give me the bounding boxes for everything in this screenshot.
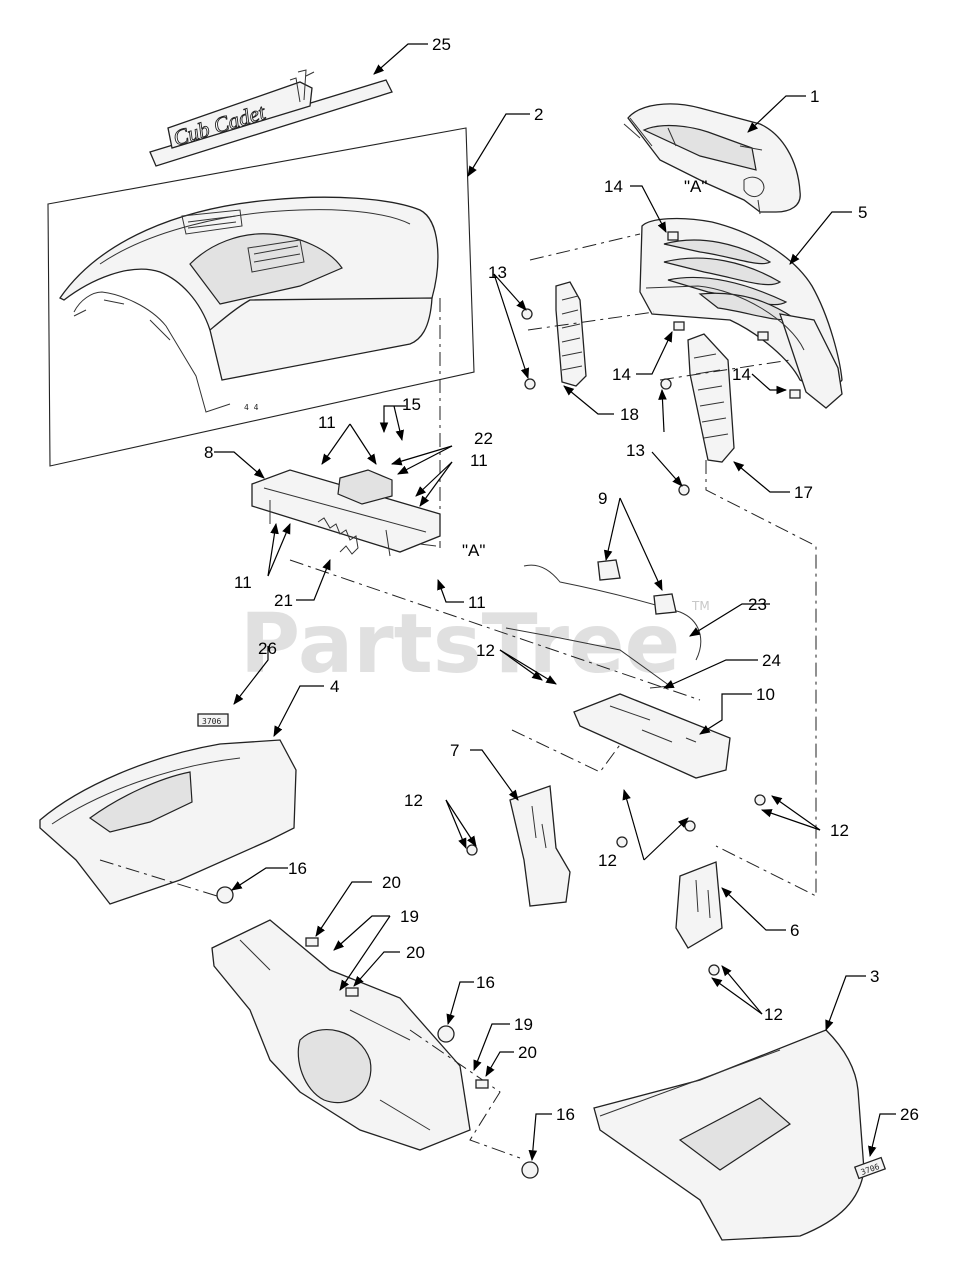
callout-26: 26 — [900, 1105, 919, 1124]
part-21-spring — [317, 517, 359, 555]
callout-15: 15 — [402, 395, 421, 414]
hood-box — [47, 127, 475, 467]
callout-6: 6 — [790, 921, 799, 940]
callout-17: 17 — [794, 483, 813, 502]
lower-frame — [211, 919, 471, 1151]
callout-25: 25 — [432, 35, 451, 54]
callout-2: 2 — [534, 105, 543, 124]
callout-11: 11 — [470, 451, 488, 470]
callout-5: 5 — [858, 203, 867, 222]
watermark: PartsTree — [240, 597, 680, 692]
assembly-line — [527, 233, 791, 381]
callout-13: 13 — [626, 441, 645, 460]
callout-12: 12 — [598, 851, 617, 870]
callout-22: 22 — [474, 429, 493, 448]
part-7-bracket — [509, 785, 571, 907]
reference-a: "A" — [462, 541, 485, 560]
assembly-line — [409, 1029, 521, 1159]
callout-26: 26 — [258, 639, 277, 658]
leader-lines — [214, 43, 896, 1162]
part-1-headlight — [623, 103, 801, 215]
callout-19: 19 — [400, 907, 419, 926]
part-26-decal: 3706 — [853, 1156, 887, 1180]
callout-18: 18 — [620, 405, 639, 424]
callout-20: 20 — [382, 873, 401, 892]
callout-4: 4 — [330, 677, 339, 696]
callout-16: 16 — [476, 973, 495, 992]
callout-20: 20 — [518, 1043, 537, 1062]
callout-24: 24 — [762, 651, 781, 670]
callout-9: 9 — [598, 489, 607, 508]
assembly-line — [99, 859, 231, 901]
decal-code: 3706 — [202, 717, 221, 726]
callout-21: 21 — [274, 591, 293, 610]
part-2-hood: 4 4 — [47, 127, 475, 467]
part-10-plate — [573, 693, 731, 779]
callout-16: 16 — [288, 859, 307, 878]
hardware-fasteners — [216, 231, 801, 1179]
reference-a: "A" — [684, 177, 707, 196]
callout-12: 12 — [830, 821, 849, 840]
callout-10: 10 — [756, 685, 775, 704]
part-17-bracket — [687, 333, 735, 463]
callout-8: 8 — [204, 443, 213, 462]
callouts: 25 2 1 14 5 13 14 14 18 13 17 15 11 22 1… — [204, 35, 919, 1124]
watermark-trademark: TM — [691, 599, 710, 613]
part-6-bracket — [675, 861, 723, 949]
callout-20: 20 — [406, 943, 425, 962]
part-8-dash-support — [251, 469, 441, 557]
part-25-emblem: Cub Cadet — [149, 69, 393, 167]
callout-3: 3 — [870, 967, 879, 986]
callout-19: 19 — [514, 1015, 533, 1034]
callout-7: 7 — [450, 741, 459, 760]
callout-14: 14 — [604, 177, 623, 196]
part-18-bracket — [555, 281, 587, 387]
callout-14: 14 — [612, 365, 631, 384]
callout-1: 1 — [810, 87, 819, 106]
callout-12: 12 — [764, 1005, 783, 1024]
callout-16: 16 — [556, 1105, 575, 1124]
callout-13: 13 — [488, 263, 507, 282]
callout-11: 11 — [234, 573, 252, 592]
callout-11: 11 — [468, 593, 486, 612]
callout-12: 12 — [476, 641, 495, 660]
part-3-side-panel — [593, 1029, 865, 1241]
part-4-side-panel — [39, 739, 297, 905]
callout-12: 12 — [404, 791, 423, 810]
assembly-line — [511, 729, 623, 773]
assembly-line — [289, 559, 701, 701]
callout-11: 11 — [318, 413, 336, 432]
hood-tag: 4 4 — [244, 403, 259, 412]
assembly-line — [705, 460, 817, 897]
callout-14: 14 — [732, 365, 751, 384]
callout-23: 23 — [748, 595, 767, 614]
part-26-decal: 3706 — [197, 713, 229, 727]
